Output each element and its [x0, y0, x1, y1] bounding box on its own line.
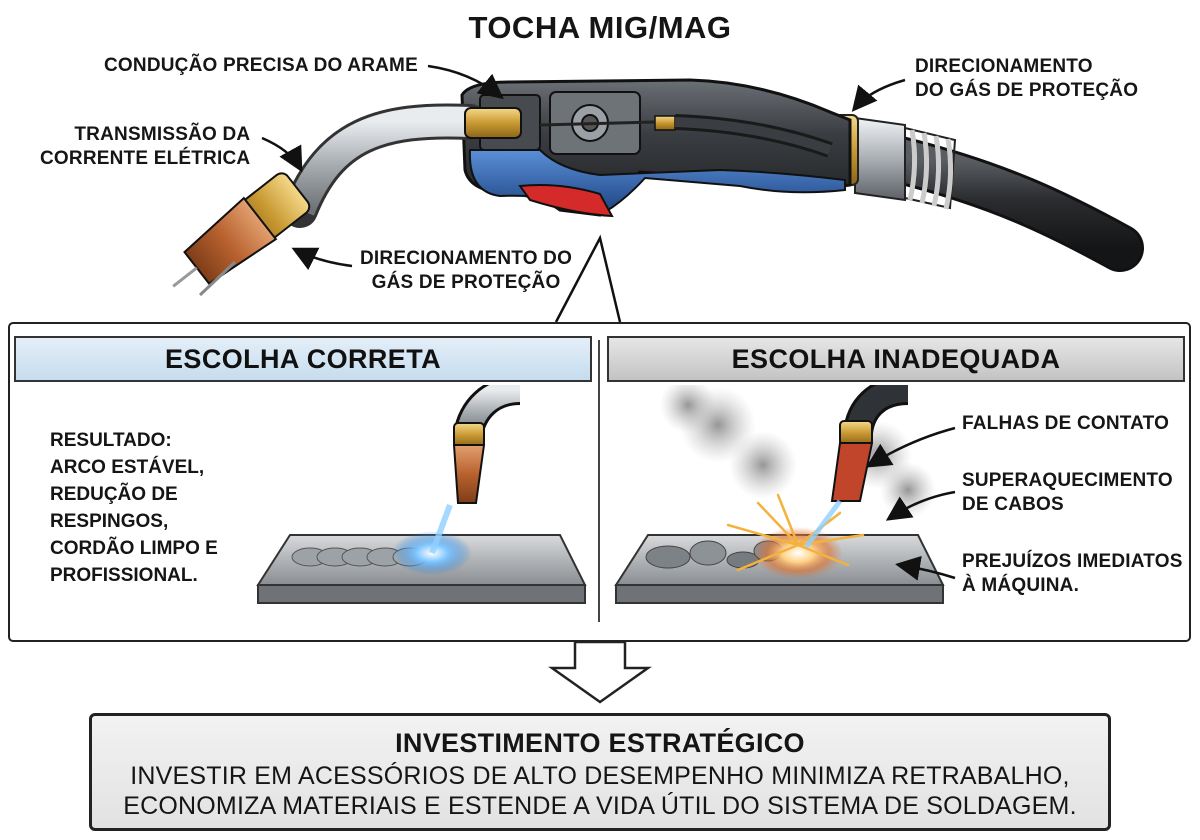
body-line-2: ECONOMIZA MATERIAIS E ESTENDE A VIDA ÚTI…: [123, 792, 1077, 820]
label-gas-nozzle-line2: GÁS DE PROTEÇÃO: [371, 272, 561, 293]
issue-machine-line2: À MÁQUINA.: [962, 575, 1080, 596]
issue-machine-line1: PREJUÍZOS IMEDIATOS: [962, 551, 1183, 572]
cable-spring-guard: [854, 116, 957, 210]
result-line-1: RESULTADO:: [50, 430, 172, 451]
arrow-wire-guide: [427, 64, 504, 100]
panel-pointer: [554, 234, 622, 323]
label-gas-nozzle-line1: DIRECIONAMENTO DO: [360, 248, 573, 269]
issue-cable-overheating: SUPERAQUECIMENTO DE CABOS: [962, 469, 1173, 517]
page-title: TOCHA MIG/MAG: [468, 10, 732, 45]
panel-heading-correct: ESCOLHA CORRETA: [14, 336, 592, 382]
strategic-investment-body: INVESTIR EM ACESSÓRIOS DE ALTO DESEMPENH…: [92, 761, 1108, 821]
label-gas-rear-line1: DIRECIONAMENTO: [915, 56, 1093, 77]
label-current-line2: CORRENTE ELÉTRICA: [40, 148, 251, 169]
label-wire-guide: CONDUÇÃO PRECISA DO ARAME: [104, 55, 418, 76]
issue-cable-line2: DE CABOS: [962, 494, 1064, 515]
panel-heading-inadequate: ESCOLHA INADEQUADA: [607, 336, 1185, 382]
issue-arrows: [865, 426, 956, 581]
unstable-arc: [753, 527, 843, 579]
label-current: TRANSMISSÃO DA CORRENTE ELÉTRICA: [40, 123, 250, 171]
label-gas-rear-line2: DO GÁS DE PROTEÇÃO: [915, 80, 1139, 101]
correct-result-text: RESULTADO: ARCO ESTÁVEL, REDUÇÃO DE RESP…: [50, 427, 218, 589]
result-line-4: RESPINGOS,: [50, 511, 169, 532]
arrow-gas-rear: [851, 78, 906, 112]
trigger: [518, 184, 614, 218]
result-line-6: PROFISSIONAL.: [50, 565, 198, 586]
correct-weld-illustration: [256, 385, 587, 604]
result-line-3: REDUÇÃO DE: [50, 484, 178, 505]
neck-collar: [464, 107, 522, 139]
gas-nozzle: [172, 172, 311, 288]
issue-contact-failure: FALHAS DE CONTATO: [962, 413, 1170, 434]
result-line-2: ARCO ESTÁVEL,: [50, 457, 205, 478]
down-arrow: [548, 640, 652, 704]
result-line-5: CORDÃO LIMPO E: [50, 538, 218, 559]
issue-machine-damage: PREJUÍZOS IMEDIATOS À MÁQUINA.: [962, 550, 1183, 598]
panel-divider: [598, 340, 600, 622]
arrow-gas-nozzle: [291, 247, 353, 271]
label-gas-rear: DIRECIONAMENTO DO GÁS DE PROTEÇÃO: [915, 55, 1138, 103]
body-line-1: INVESTIR EM ACESSÓRIOS DE ALTO DESEMPENH…: [130, 762, 1070, 790]
strategic-investment-box: INVESTIMENTO ESTRATÉGICO INVESTIR EM ACE…: [89, 713, 1111, 831]
label-current-line1: TRANSMISSÃO DA: [74, 124, 251, 145]
mig-torch-illustration: [172, 64, 1144, 323]
arrow-current: [261, 136, 303, 173]
strategic-investment-title: INVESTIMENTO ESTRATÉGICO: [395, 728, 805, 758]
label-gas-nozzle: DIRECIONAMENTO DO GÁS DE PROTEÇÃO: [360, 247, 572, 295]
issue-cable-line1: SUPERAQUECIMENTO: [962, 470, 1173, 491]
wire: [198, 260, 237, 297]
